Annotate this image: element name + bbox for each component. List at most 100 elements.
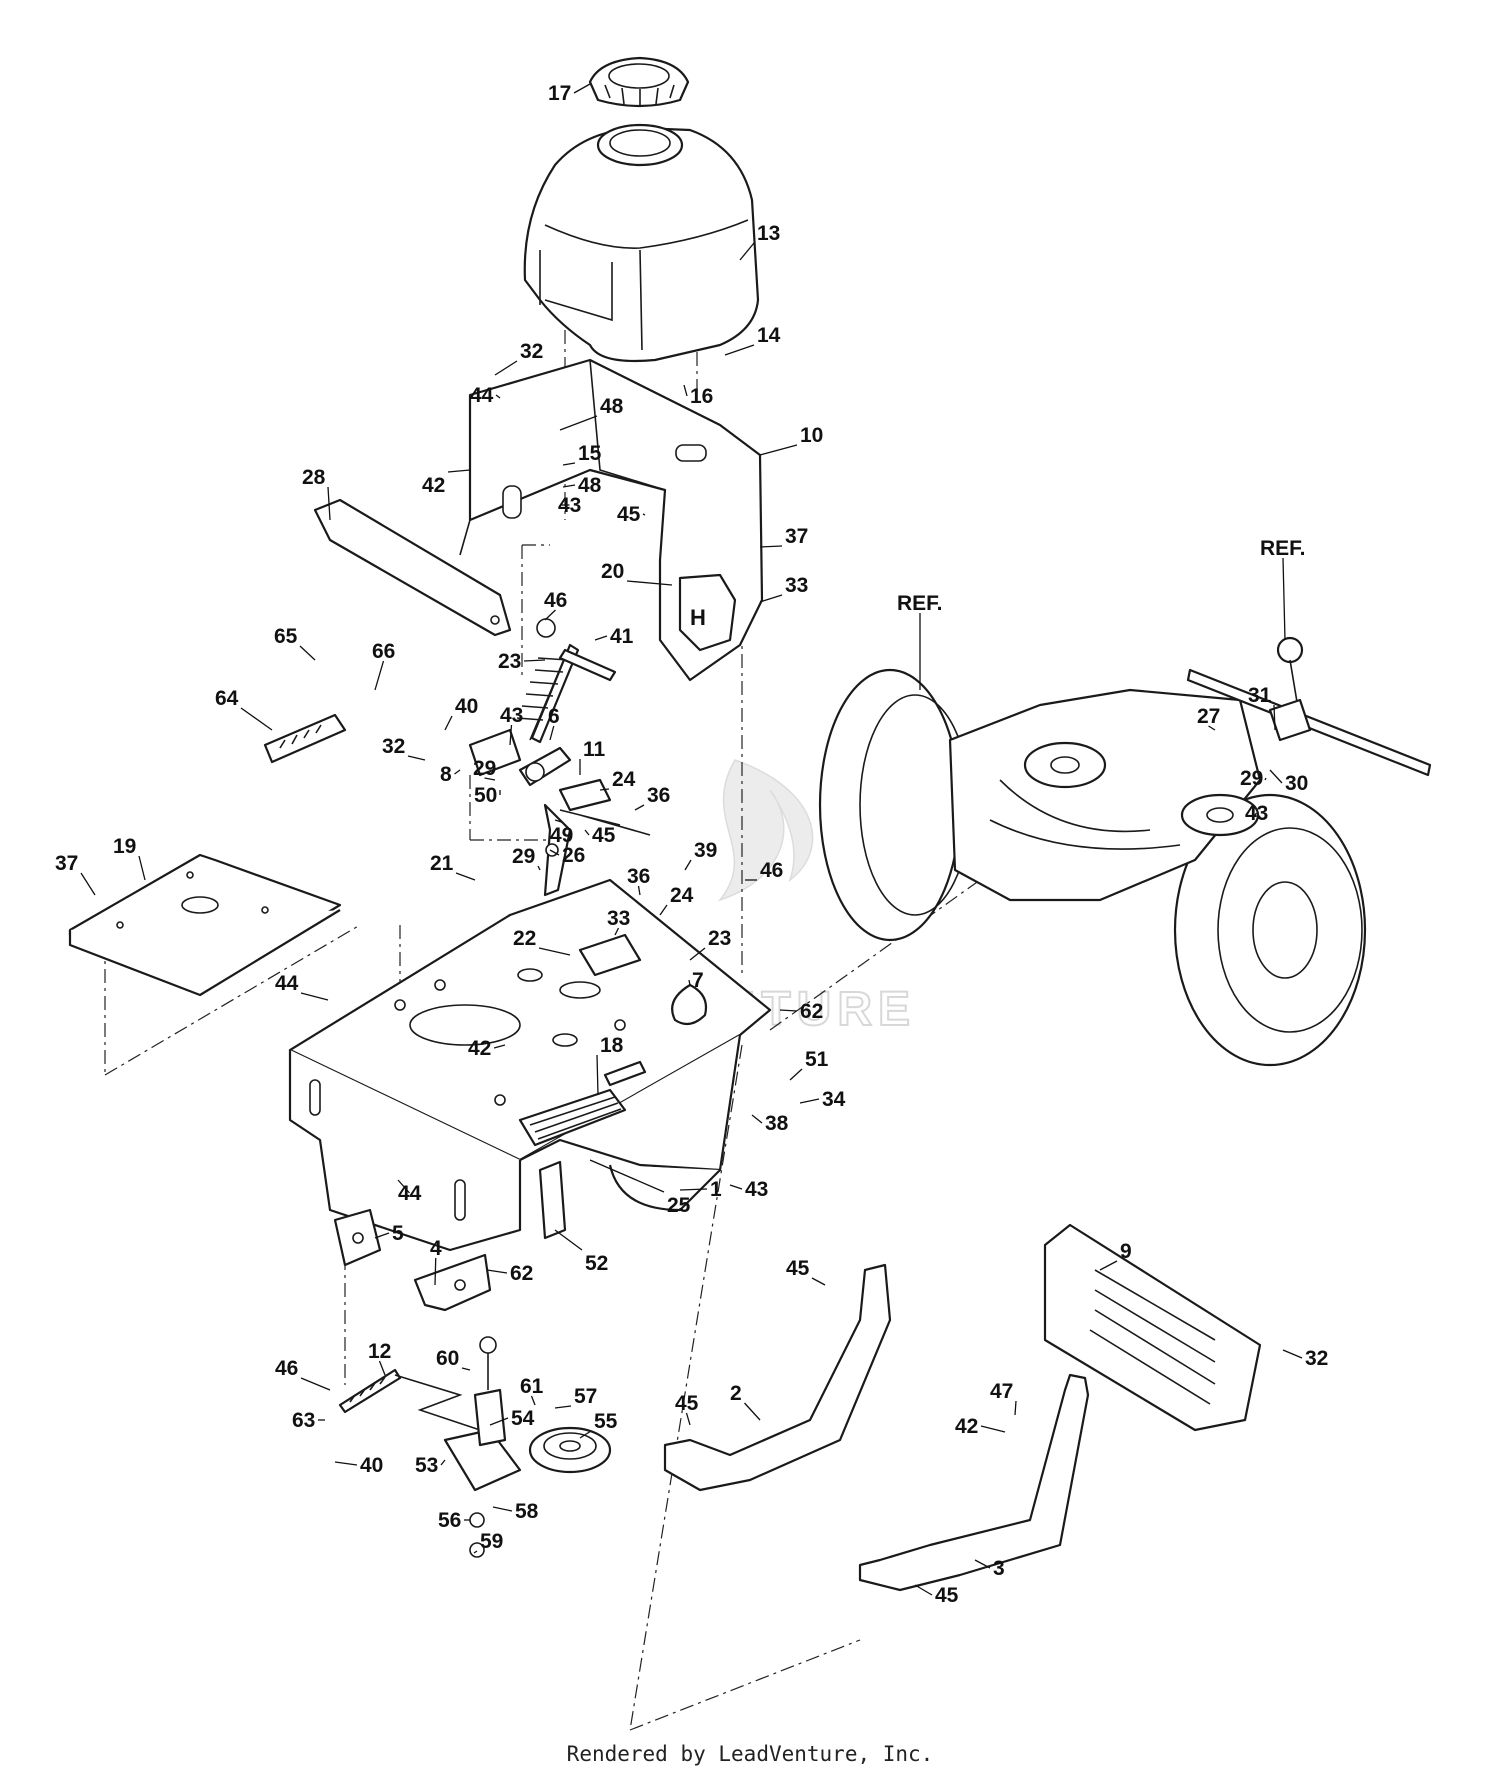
callout-leader-79 <box>980 1425 1006 1433</box>
callout-52: 51 <box>805 1048 829 1071</box>
callout-32: 36 <box>647 784 670 807</box>
callout-88: 27 <box>1197 705 1220 728</box>
callout-leader-88 <box>1208 725 1216 731</box>
callout-leader-77 <box>1282 1349 1303 1359</box>
callout-5: 44 <box>470 384 494 407</box>
callout-26: 32 <box>382 735 405 758</box>
tank-bracket: H <box>459 358 764 682</box>
callout-74: 53 <box>415 1454 438 1477</box>
callout-leader-6 <box>559 415 598 431</box>
callout-leader-78 <box>1014 1400 1017 1416</box>
callout-leader-50 <box>493 1044 506 1049</box>
callout-51: 18 <box>600 1034 624 1057</box>
callout-leader-35 <box>138 855 146 881</box>
callout-leader-73 <box>334 1461 358 1466</box>
callout-leader-33 <box>554 819 562 823</box>
callout-35: 19 <box>113 835 136 858</box>
callout-8: 15 <box>578 442 602 465</box>
callout-leader-3 <box>494 360 518 376</box>
callout-leader-72 <box>579 1430 592 1439</box>
callout-leader-19 <box>523 659 546 662</box>
callout-48: 44 <box>275 972 299 995</box>
callout-83: 3 <box>993 1557 1005 1580</box>
callout-leader-85 <box>1282 557 1286 641</box>
callout-19: 23 <box>498 650 521 673</box>
callout-67: 46 <box>275 1357 298 1380</box>
callout-56: 43 <box>745 1178 768 1201</box>
callout-leader-30 <box>599 788 610 791</box>
callout-leader-4 <box>683 384 688 397</box>
callout-53: 34 <box>822 1088 846 1111</box>
callout-55: 44 <box>398 1182 422 1205</box>
callout-68: 61 <box>520 1375 544 1398</box>
callout-leader-39 <box>549 849 560 856</box>
callout-leader-10 <box>562 484 576 488</box>
callout-77: 32 <box>1305 1347 1328 1370</box>
seat-plate <box>68 853 342 997</box>
callout-3: 32 <box>520 340 543 363</box>
callout-leader-40 <box>684 859 692 871</box>
callout-leader-83 <box>974 1559 991 1569</box>
callout-72: 55 <box>594 1410 618 1433</box>
callout-39: 26 <box>562 844 585 867</box>
callout-9: 42 <box>422 474 445 497</box>
callout-25: 6 <box>548 705 560 728</box>
callout-1: 13 <box>757 222 780 245</box>
callout-79: 42 <box>955 1415 978 1438</box>
callout-91: 43 <box>1245 802 1268 825</box>
callout-leader-43 <box>659 904 668 916</box>
callout-leader-80 <box>492 1506 513 1512</box>
side-brackets <box>663 1263 1090 1592</box>
callout-leader-54 <box>751 1114 763 1124</box>
callout-86: REF. <box>897 592 943 615</box>
callout-54: 38 <box>765 1112 789 1135</box>
callout-leader-60 <box>554 1229 583 1251</box>
callout-leader-51 <box>596 1054 599 1096</box>
callout-leader-17 <box>544 609 556 621</box>
callout-58: 25 <box>667 1194 691 1217</box>
callout-12: 28 <box>302 466 326 489</box>
callout-leader-20 <box>299 645 316 661</box>
chassis-frame <box>288 878 772 1252</box>
callout-leader-45 <box>538 947 571 956</box>
callout-leader-49 <box>779 1009 798 1012</box>
linkage-assembly <box>468 618 651 897</box>
callout-64: 9 <box>1120 1240 1132 1263</box>
callout-50: 42 <box>468 1037 491 1060</box>
callout-leader-59 <box>374 1232 390 1239</box>
callout-leader-58 <box>589 1159 665 1193</box>
callout-66: 60 <box>436 1347 459 1370</box>
callout-40: 39 <box>694 839 717 862</box>
callout-leader-46 <box>689 947 706 961</box>
callout-81: 56 <box>438 1509 461 1532</box>
foot-plate <box>1043 1223 1262 1432</box>
callout-37: 21 <box>430 852 454 875</box>
callout-leader-15 <box>626 580 673 586</box>
callout-49: 62 <box>800 1000 823 1023</box>
callout-leader-44 <box>614 927 620 936</box>
callout-leader-48 <box>300 992 329 1001</box>
callout-leader-12 <box>327 486 331 521</box>
callout-4: 16 <box>690 385 713 408</box>
callout-41: 36 <box>627 865 650 888</box>
callout-leader-84 <box>914 1584 933 1596</box>
callout-leader-66 <box>461 1367 471 1371</box>
callout-leader-28 <box>484 777 496 781</box>
callout-leader-25 <box>549 725 555 741</box>
callout-leader-32 <box>634 804 645 811</box>
callout-65: 12 <box>368 1340 391 1363</box>
svg-text:H: H <box>690 605 706 630</box>
callout-leader-56 <box>729 1184 743 1190</box>
callout-43: 24 <box>670 884 694 907</box>
callout-85: REF. <box>1260 537 1306 560</box>
watermark-flame-icon <box>717 759 814 902</box>
callout-30: 24 <box>612 768 636 791</box>
footer-credit: Rendered by LeadVenture, Inc. <box>566 1742 934 1766</box>
callout-leader-47 <box>688 979 691 986</box>
idler-assembly <box>338 1336 612 1558</box>
callout-90: 30 <box>1285 772 1308 795</box>
callout-leader-41 <box>637 885 641 896</box>
callout-leader-38 <box>537 865 541 871</box>
callout-leader-64 <box>1099 1260 1118 1271</box>
